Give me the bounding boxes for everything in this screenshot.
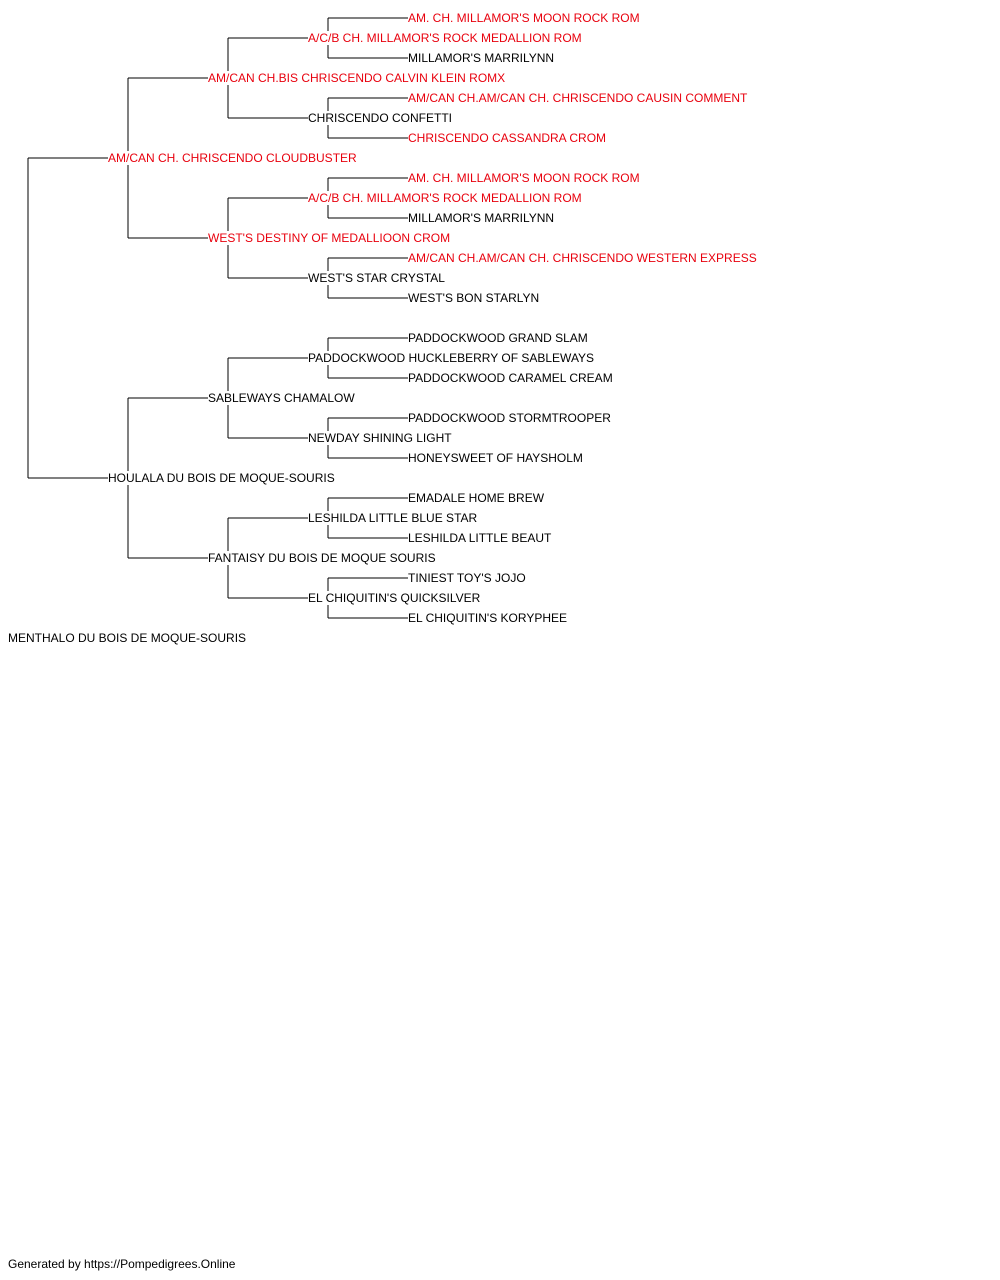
pedigree-node: AM. CH. MILLAMOR'S MOON ROCK ROM (408, 171, 641, 185)
pedigree-node: AM/CAN CH.AM/CAN CH. CHRISCENDO WESTERN … (408, 251, 758, 265)
pedigree-node: MILLAMOR'S MARRILYNN (408, 211, 556, 225)
pedigree-node: PADDOCKWOOD STORMTROOPER (408, 411, 612, 425)
pedigree-node: FANTAISY DU BOIS DE MOQUE SOURIS (208, 551, 437, 565)
pedigree-node: LESHILDA LITTLE BEAUT (408, 531, 553, 545)
pedigree-node: EL CHIQUITIN'S KORYPHEE (408, 611, 568, 625)
pedigree-node: LESHILDA LITTLE BLUE STAR (308, 511, 479, 525)
pedigree-node: NEWDAY SHINING LIGHT (308, 431, 453, 445)
pedigree-node: PADDOCKWOOD CARAMEL CREAM (408, 371, 614, 385)
pedigree-node: A/C/B CH. MILLAMOR'S ROCK MEDALLION ROM (308, 191, 583, 205)
pedigree-node: WEST'S STAR CRYSTAL (308, 271, 446, 285)
pedigree-node: HONEYSWEET OF HAYSHOLM (408, 451, 584, 465)
subject-name: MENTHALO DU BOIS DE MOQUE-SOURIS (8, 631, 248, 645)
pedigree-node: AM. CH. MILLAMOR'S MOON ROCK ROM (408, 11, 641, 25)
pedigree-node: AM/CAN CH.BIS CHRISCENDO CALVIN KLEIN RO… (208, 71, 507, 85)
pedigree-node: WEST'S DESTINY OF MEDALLIOON CROM (208, 231, 452, 245)
pedigree-node: PADDOCKWOOD HUCKLEBERRY OF SABLEWAYS (308, 351, 596, 365)
pedigree-node: CHRISCENDO CONFETTI (308, 111, 453, 125)
pedigree-node: AM/CAN CH. CHRISCENDO CLOUDBUSTER (108, 151, 358, 165)
pedigree-node: MILLAMOR'S MARRILYNN (408, 51, 556, 65)
pedigree-node: HOULALA DU BOIS DE MOQUE-SOURIS (108, 471, 336, 485)
pedigree-node: PADDOCKWOOD GRAND SLAM (408, 331, 589, 345)
pedigree-node: EMADALE HOME BREW (408, 491, 546, 505)
pedigree-node: CHRISCENDO CASSANDRA CROM (408, 131, 608, 145)
pedigree-node: SABLEWAYS CHAMALOW (208, 391, 356, 405)
pedigree-node: AM/CAN CH.AM/CAN CH. CHRISCENDO CAUSIN C… (408, 91, 749, 105)
footer-credit: Generated by https://Pompedigrees.Online (8, 1257, 236, 1271)
pedigree-node: EL CHIQUITIN'S QUICKSILVER (308, 591, 482, 605)
pedigree-node: TINIEST TOY'S JOJO (408, 571, 527, 585)
pedigree-node: A/C/B CH. MILLAMOR'S ROCK MEDALLION ROM (308, 31, 583, 45)
pedigree-node: WEST'S BON STARLYN (408, 291, 541, 305)
